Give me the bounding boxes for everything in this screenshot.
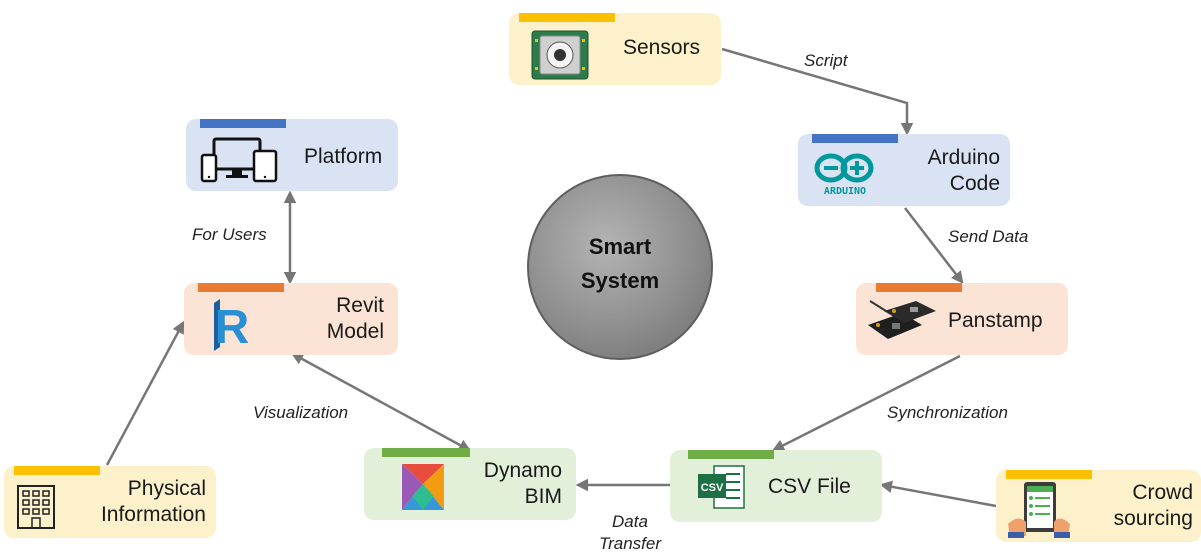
csv-file-icon: CSV: [696, 464, 748, 515]
physical-information-line2: Information: [100, 503, 206, 526]
sensors-node: Sensors: [509, 13, 721, 85]
revit-icon-letter: R: [215, 301, 250, 353]
arrow-dynamo-revit: [290, 352, 472, 452]
crowd-sourcing-bar: [1006, 470, 1092, 479]
arduino-label: Arduino Code: [928, 145, 1000, 197]
crowd-sourcing-line2: sourcing: [1113, 507, 1193, 530]
sensors-label: Sensors: [623, 36, 701, 59]
edge-label-script: Script: [804, 51, 848, 70]
sensors-bar: [519, 13, 615, 22]
arduino-logo-icon: ARDUINO: [812, 150, 878, 201]
crowd-sourcing-node: Crowd sourcing: [996, 470, 1201, 542]
dynamo-logo-icon: [398, 460, 448, 519]
dynamo-bim-line1: Dynamo: [483, 459, 562, 482]
dynamo-bim-node: Dynamo BIM: [364, 448, 576, 520]
csv-file-node: CSV CSV File: [670, 450, 882, 522]
dynamo-bim-line2: BIM: [524, 485, 562, 508]
revit-model-line2: Model: [326, 320, 384, 343]
panstamp-bar: [876, 283, 962, 292]
revit-model-line1: Revit: [336, 294, 384, 317]
edge-label-data-transfer: Data Transfer: [590, 511, 670, 555]
smart-system-label: Smart System: [529, 230, 711, 298]
platform-label: Platform: [304, 145, 383, 168]
edge-label-send-data: Send Data: [948, 227, 1029, 246]
arrow-physical-to-revit: [105, 320, 185, 466]
svg-text:ARDUINO: ARDUINO: [824, 186, 866, 196]
physical-information-bar: [14, 466, 100, 475]
arduino-bar: [812, 134, 898, 143]
arduino-label-line2: Code: [949, 172, 1000, 195]
edge-label-synchronization: Synchronization: [887, 403, 1008, 422]
revit-model-node: R Revit Model: [184, 283, 398, 355]
devices-icon: [200, 133, 280, 190]
csv-file-bar: [688, 450, 774, 459]
building-icon: [14, 482, 58, 535]
arduino-node: ARDUINO Arduino Code: [798, 134, 1010, 206]
arduino-label-line1: Arduino: [927, 146, 1000, 169]
csv-icon-text: CSV: [701, 482, 724, 494]
arrow-panstamp-to-csv: [771, 354, 961, 452]
arrow-sensors-to-arduino: [721, 47, 914, 136]
revit-model-bar: [198, 283, 284, 292]
physical-information-node: Physical Information: [4, 466, 216, 538]
physical-information-line1: Physical: [127, 477, 206, 500]
revit-model-label: Revit Model: [327, 293, 384, 345]
crowd-sourcing-label: Crowd sourcing: [1114, 480, 1193, 532]
arrow-crowd-to-csv: [879, 480, 997, 508]
smart-system-line1: Smart: [588, 234, 652, 259]
platform-node: Platform: [186, 119, 398, 191]
sensor-chip-icon: [529, 29, 591, 86]
tablet-checklist-icon: [1004, 480, 1074, 545]
smart-system-hub: Smart System: [527, 174, 713, 360]
dynamo-bim-label: Dynamo BIM: [484, 458, 562, 510]
edge-label-data-transfer-line1: Data: [612, 512, 648, 531]
smart-system-line2: System: [580, 268, 660, 293]
edge-label-visualization: Visualization: [253, 403, 349, 422]
edge-label-data-transfer-line2: Transfer: [598, 534, 662, 553]
panstamp-node: Panstamp: [856, 283, 1068, 355]
dynamo-bim-bar: [382, 448, 470, 457]
crowd-sourcing-line1: Crowd: [1132, 481, 1193, 504]
panstamp-board-icon: [864, 295, 940, 356]
physical-information-label: Physical Information: [101, 476, 206, 528]
edge-label-for-users: For Users: [192, 225, 267, 244]
csv-file-label: CSV File: [768, 475, 851, 498]
arrow-arduino-to-panstamp: [904, 207, 964, 284]
platform-bar: [200, 119, 286, 128]
revit-logo-icon: R: [206, 297, 252, 358]
panstamp-label: Panstamp: [948, 309, 1043, 332]
